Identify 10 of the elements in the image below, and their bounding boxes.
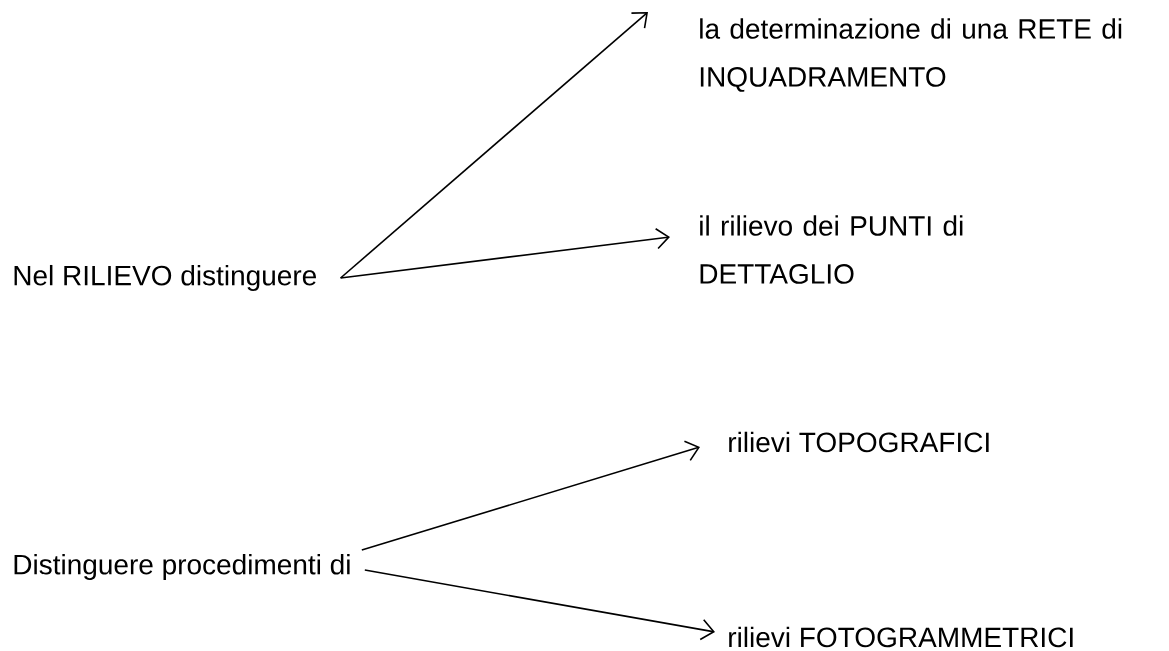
text-label: rilievi TOPOGRAFICI: [729, 431, 989, 453]
arrow: [339, 12, 648, 279]
text-label: il rilievo dei PUNTI di DETTAGLIO: [700, 215, 963, 284]
text-label: Nel RILIEVO distinguere: [14, 264, 316, 292]
arrow: [339, 227, 670, 279]
text-label: rilievi FOTOGRAMMETRICI: [729, 626, 1073, 648]
arrow: [361, 440, 700, 551]
text-label: Distinguere procedimenti di: [14, 553, 350, 581]
arrow: [364, 569, 715, 641]
text-label: la determinazione di una RETE di INQUADRAMENTO: [700, 18, 1122, 92]
